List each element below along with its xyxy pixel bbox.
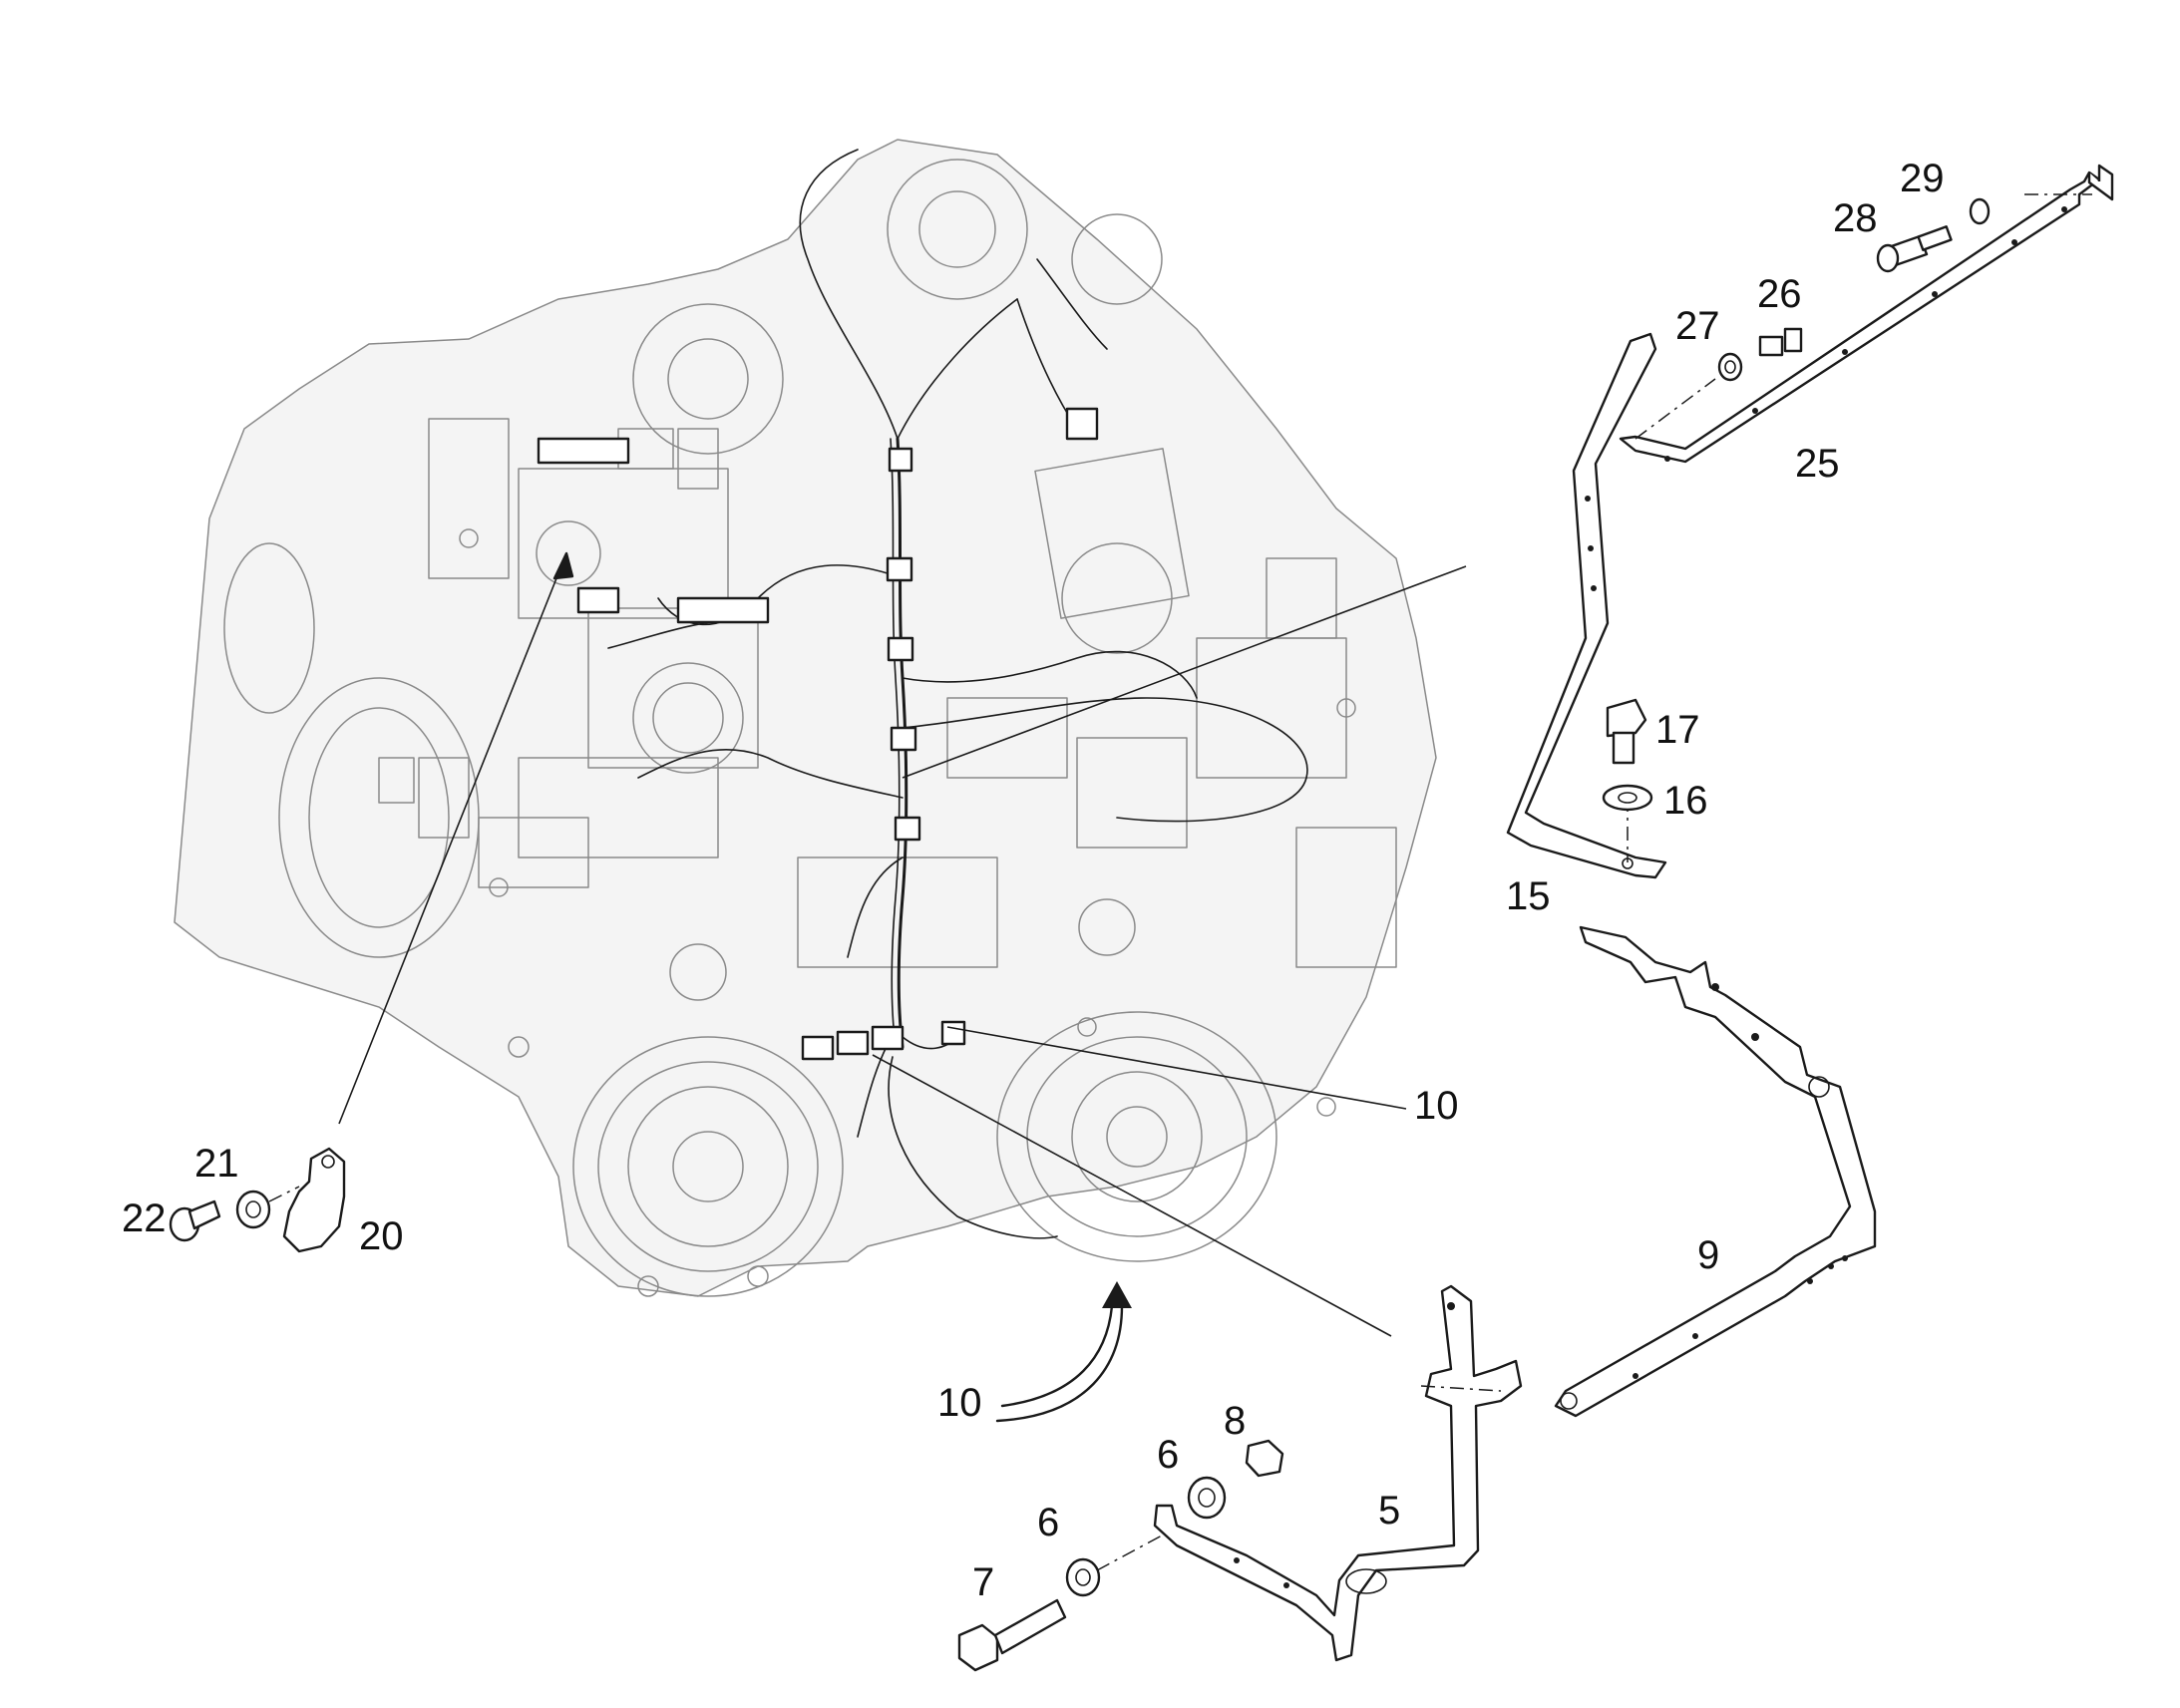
screw-part-22 (169, 1199, 221, 1242)
washer-part-6-lower (1065, 1557, 1101, 1597)
callout-28: 28 (1833, 196, 1878, 240)
callout-10-bottom: 10 (937, 1381, 982, 1425)
callout-6-upper: 6 (1157, 1433, 1179, 1477)
callout-25: 25 (1795, 442, 1840, 486)
callout-labels: 29 28 27 26 25 17 16 15 10 9 10 8 6 6 7 … (122, 157, 1945, 1604)
nut-part-8 (1245, 1439, 1284, 1478)
callout-27: 27 (1675, 304, 1720, 348)
callout-7: 7 (972, 1560, 994, 1604)
bracket-part-25 (1619, 164, 2114, 464)
bracket-part-5 (1153, 1284, 1523, 1662)
callout-22: 22 (122, 1196, 167, 1240)
transmission-assembly (174, 139, 1437, 1297)
bolt-part-17 (1606, 698, 1647, 765)
callout-26: 26 (1757, 272, 1802, 316)
callout-21: 21 (194, 1142, 239, 1186)
callout-15: 15 (1506, 874, 1551, 918)
callout-20: 20 (359, 1214, 404, 1258)
leader-lines (338, 551, 1467, 1423)
callout-16: 16 (1663, 779, 1708, 823)
washer-part-29 (1969, 197, 1991, 225)
screw-part-26 (1758, 327, 1803, 357)
bolt-part-7 (957, 1598, 1067, 1672)
washer-part-16 (1602, 784, 1653, 812)
clamp-part-20 (282, 1147, 346, 1253)
callout-10-right: 10 (1414, 1084, 1459, 1128)
washer-part-27 (1717, 352, 1743, 382)
callout-6-lower: 6 (1037, 1501, 1059, 1544)
callout-8: 8 (1224, 1399, 1246, 1443)
callout-5: 5 (1378, 1489, 1400, 1533)
hardware (169, 197, 1991, 1672)
washer-part-21 (235, 1190, 271, 1229)
wiring-harness (537, 149, 1308, 1239)
callout-29: 29 (1900, 157, 1945, 200)
washer-part-6-upper (1187, 1476, 1227, 1520)
callout-9: 9 (1697, 1233, 1719, 1277)
bracket-part-9 (1554, 925, 1877, 1418)
bolt-part-28 (1876, 225, 1953, 273)
callout-17: 17 (1655, 708, 1700, 752)
